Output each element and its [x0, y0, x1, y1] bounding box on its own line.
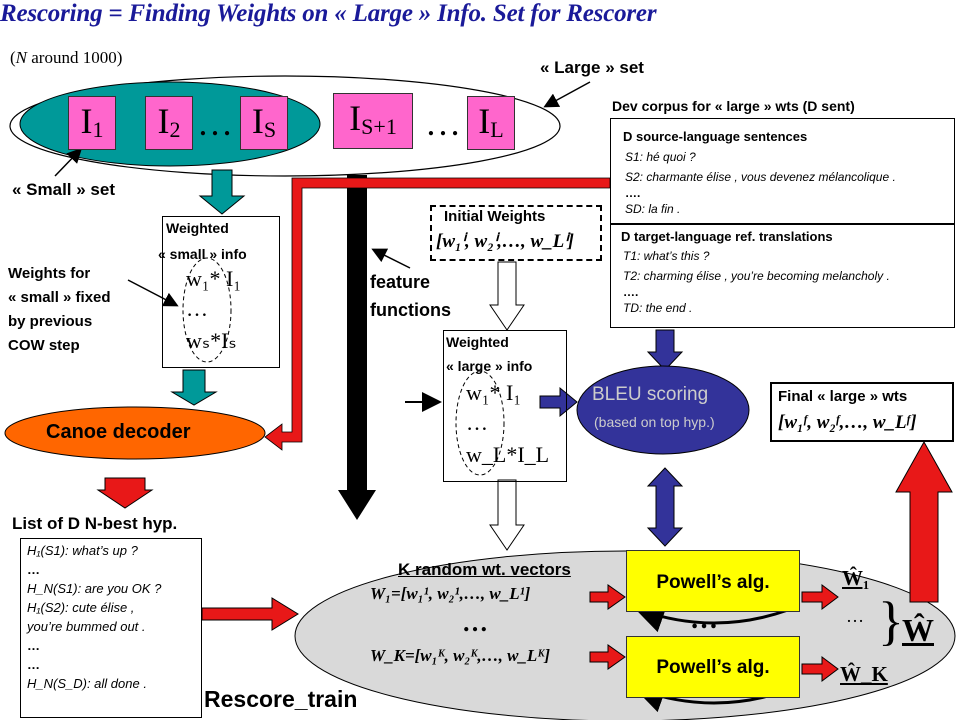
info-box-s: IS — [240, 96, 288, 150]
teal-arrow-small — [198, 169, 246, 215]
blue-arrow-dev-bleu — [646, 329, 684, 371]
dev-corpus-label: Dev corpus for « large » wts (D sent) — [612, 98, 855, 114]
red-arrow-powell1 — [589, 584, 626, 610]
random-vectors-label: K random wt. vectors — [398, 560, 571, 579]
weighted-small-title1: Weighted — [166, 220, 229, 236]
feature-functions-label: feature functions — [370, 272, 451, 320]
red-arrow-rescore — [201, 597, 299, 631]
ellipsis-large: … — [425, 103, 461, 143]
teal-arrow-decoder — [170, 369, 218, 406]
weighted-small-dots: … — [186, 296, 208, 321]
source-sentences-box: D source-language sentences S1: hé quoi … — [610, 118, 955, 224]
page-title: Rescoring = Finding Weights on « Large »… — [0, 0, 657, 27]
nbest-line: H_N(S_D): all done . — [27, 676, 147, 691]
red-arrow-powell2 — [589, 644, 626, 670]
info-box-1: I1 — [68, 96, 116, 150]
rescore-train-label: Rescore_train — [204, 686, 358, 712]
weighted-small-row1: w₁* I₁ — [186, 266, 242, 291]
weighted-small-row2: wₛ*Iₛ — [186, 328, 237, 353]
target-line: T1: what’s this ? — [623, 249, 710, 263]
powell-dots: … — [690, 604, 718, 635]
nbest-list-box: H₁(S1): what’s up ? … H_N(S1): are you O… — [20, 538, 202, 718]
red-arrow-final — [895, 440, 953, 603]
target-header: D target-language ref. translations — [621, 229, 833, 244]
red-arrow-what1 — [801, 584, 839, 610]
source-line: S2: charmante élise , vous devenez mélan… — [625, 170, 896, 184]
powell-box-1: Powell’s alg. — [626, 550, 800, 612]
bleu-title: BLEU scoring — [592, 384, 709, 405]
target-line: …. — [623, 285, 639, 299]
nbest-line: … — [27, 657, 40, 672]
small-set-label: « Small » set — [12, 180, 116, 199]
weights-fixed-label: Weights for « small » fixed by previous … — [8, 265, 111, 354]
weighted-large-title1: Weighted — [446, 334, 509, 350]
brace: } — [878, 591, 904, 651]
initial-weights-box — [430, 205, 602, 261]
nbest-line: H₁(S2): cute élise , — [27, 600, 135, 615]
target-translations-box: D target-language ref. translations T1: … — [610, 224, 955, 328]
blue-arrow-bleu-powell — [646, 467, 684, 547]
large-set-label: « Large » set — [540, 58, 644, 77]
canoe-decoder-label: Canoe decoder — [46, 421, 191, 443]
weighted-large-row1: w₁* I₁ — [466, 380, 522, 405]
weighted-small-box — [162, 216, 280, 368]
source-header: D source-language sentences — [623, 129, 808, 144]
subtitle: (N around 1000) — [10, 48, 123, 67]
canoe-decoder-shape — [4, 406, 266, 460]
w-hat-dots: … — [846, 606, 864, 626]
weighted-small-title2: « small » info — [158, 246, 247, 262]
info-box-s1: IS+1 — [333, 93, 413, 149]
hollow-arrow-initial — [489, 261, 525, 331]
red-arrow-whatk — [801, 656, 839, 682]
hollow-arrow-large — [489, 479, 525, 551]
final-weights-box — [770, 382, 954, 442]
info-box-l: IL — [467, 96, 515, 150]
powell-box-2: Powell’s alg. — [626, 636, 800, 698]
red-arrow-nbest — [96, 477, 154, 509]
w-hat-1: Ŵ₁ — [842, 566, 870, 590]
bleu-shape — [576, 365, 750, 455]
source-line: S1: hé quoi ? — [625, 150, 696, 164]
source-line: …. — [625, 186, 641, 200]
nbest-line: H_N(S1): are you OK ? — [27, 581, 162, 596]
w-hat-k: Ŵ_K — [840, 662, 888, 686]
initial-weights-vector: [w₁ⁱ, w₂ⁱ,…, w_Lⁱ] — [436, 231, 574, 252]
ellipsis-small: … — [197, 103, 233, 143]
weighted-large-dashed — [455, 370, 505, 476]
bleu-sub: (based on top hyp.) — [594, 414, 715, 430]
weighted-large-title2: « large » info — [446, 358, 533, 374]
initial-weights-title: Initial Weights — [444, 208, 546, 225]
weighted-small-dashed — [182, 257, 232, 363]
blue-arrow-large-bleu — [539, 386, 578, 418]
final-weights-title: Final « large » wts — [778, 388, 908, 405]
target-line: TD: the end . — [623, 301, 693, 315]
nbest-label: List of D N-best hyp. — [12, 514, 178, 533]
info-box-2: I2 — [145, 96, 193, 150]
nbest-line: … — [27, 562, 40, 577]
weighted-large-row2: w_L*I_L — [466, 442, 550, 467]
w-hat-final: Ŵ — [902, 612, 934, 648]
target-line: T2: charming élise , you’re becoming mel… — [623, 269, 890, 283]
weighted-large-dots: … — [466, 410, 488, 435]
nbest-line: … — [27, 638, 40, 653]
source-line: SD: la fin . — [625, 202, 681, 216]
final-weights-vector: [w₁ᶠ, w₂ᶠ,…, w_Lᶠ] — [778, 412, 917, 433]
w1-vector: W₁=[w₁¹, w₂¹,…, w_L¹] — [370, 584, 531, 603]
nbest-line: H₁(S1): what’s up ? — [27, 543, 138, 558]
vectors-dots: … — [462, 608, 488, 637]
nbest-line: you’re bummed out . — [27, 619, 146, 634]
wk-vector: W_K=[w₁ᴷ, w₂ᴷ,…, w_Lᴷ] — [370, 646, 550, 665]
red-loop-arrow — [264, 177, 611, 451]
feature-arrow — [338, 175, 376, 520]
weighted-large-box — [443, 330, 567, 482]
